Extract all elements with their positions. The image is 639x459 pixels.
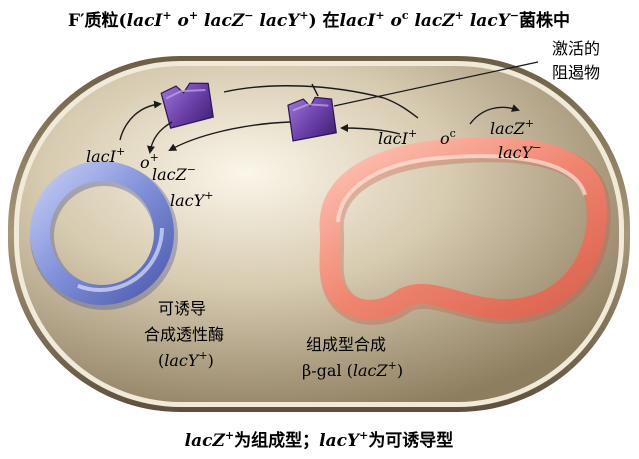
callout-line <box>333 61 539 107</box>
chromosome-label-line2: β-gal (lacZ+) <box>302 359 403 380</box>
plasmid-lacz-label: lacZ− <box>152 163 196 184</box>
plasmid-lacy-label: lacY+ <box>170 189 213 210</box>
chromosome-label-line1: 组成型合成 <box>306 335 386 354</box>
chromosome-loop <box>319 137 607 320</box>
plasmid-label-line3: (lacY+) <box>158 349 214 370</box>
callout-label-line2: 阻遏物 <box>552 63 600 82</box>
chromosome-lacz-label: lacZ+ <box>490 117 534 138</box>
block-mark <box>311 83 319 97</box>
curved-arrow-icon <box>147 121 173 154</box>
figure-caption: lacZ+为组成型；lacY+为可诱导型 <box>185 429 454 451</box>
repressor-icon <box>287 96 337 142</box>
curved-arrow-icon <box>340 124 401 135</box>
chromosome-lacy-label: lacY− <box>498 141 541 162</box>
chromosome-laci-label: lacI+ <box>378 127 417 148</box>
plasmid-operator-label: o+ <box>140 151 159 172</box>
curved-arrow-icon <box>469 104 520 125</box>
curved-arrow-icon <box>119 100 162 141</box>
plasmid-label-line1: 可诱导 <box>158 299 206 318</box>
plasmid-laci-label: lacI+ <box>86 145 125 166</box>
plasmid-ring-shine <box>36 164 164 292</box>
chromosome-loop-shine <box>336 154 587 223</box>
figure-title: F′质粒(lacI+ o+ lacZ− lacY+) 在lacI+ oc lac… <box>68 9 570 31</box>
repressor-icon <box>160 82 214 129</box>
curved-arrow-icon <box>168 121 291 151</box>
callout-label-line1: 激活的 <box>552 39 600 58</box>
plasmid-label-line2: 合成透性酶 <box>144 325 224 344</box>
plasmid-ring <box>30 161 174 305</box>
chromosome-operator-label: oc <box>440 127 456 148</box>
binding-arc <box>223 85 419 119</box>
